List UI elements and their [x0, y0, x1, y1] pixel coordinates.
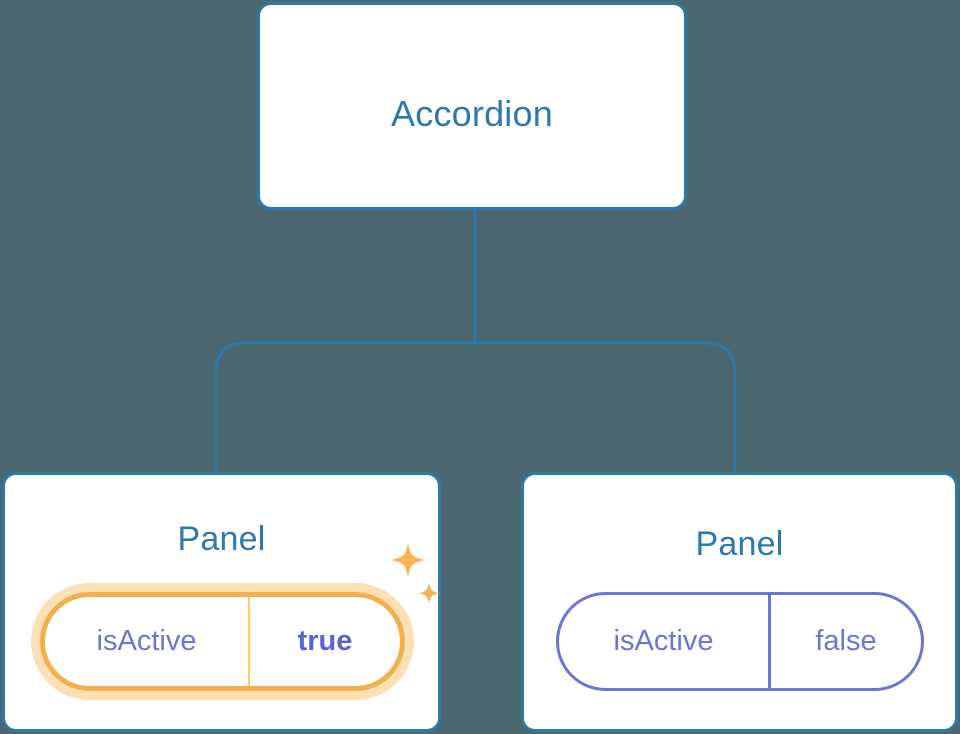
prop-key-label: isActive: [559, 595, 771, 688]
prop-pill-isactive-false[interactable]: isActive false: [556, 592, 924, 691]
prop-key-label: isActive: [45, 597, 250, 686]
node-accordion-label: Accordion: [391, 93, 553, 134]
node-panel-inactive-label: Panel: [695, 525, 784, 563]
prop-value-label: false: [815, 625, 877, 657]
prop-value-label: true: [297, 625, 353, 657]
node-accordion[interactable]: Accordion: [257, 2, 687, 210]
prop-pill-isactive-true[interactable]: isActive true: [40, 592, 405, 691]
connector-branch-bar: [214, 341, 737, 472]
node-panel-active-label: Panel: [177, 520, 266, 558]
